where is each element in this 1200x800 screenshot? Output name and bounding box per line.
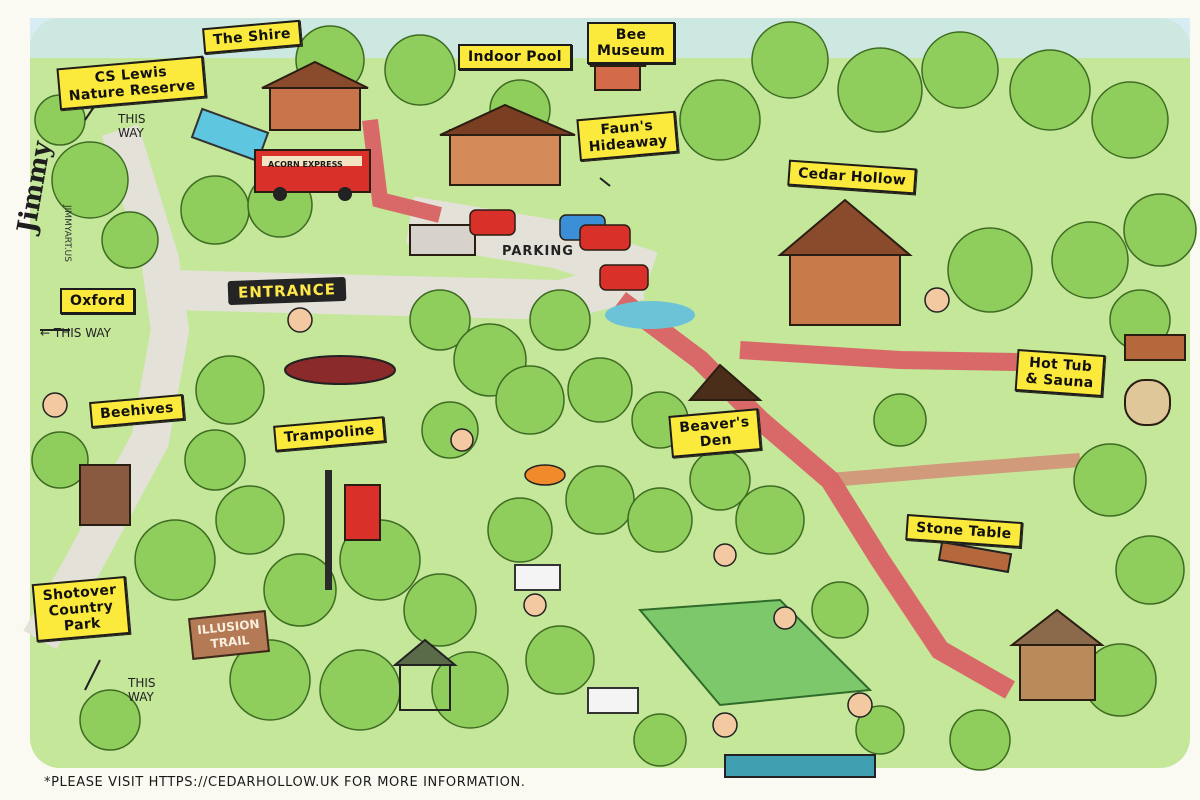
label-indoor-pool: Indoor Pool <box>458 44 572 70</box>
label-entrance: ENTRANCE <box>227 276 347 306</box>
label-shotover-country-park: Shotover Country Park <box>31 576 131 642</box>
hot-tub <box>1124 334 1186 361</box>
bus-sign: ACORN EXPRESS <box>268 160 343 169</box>
bee-hive-box <box>79 464 131 526</box>
label-fauns-hideaway: Faun's Hideaway <box>576 110 679 162</box>
label-hot-tub-sauna: Hot Tub & Sauna <box>1014 348 1106 398</box>
bee-museum-house <box>594 64 641 91</box>
tree-clusters <box>31 21 1197 771</box>
footer-note: *PLEASE VISIT HTTPS://CEDARHOLLOW.UK FOR… <box>44 775 526 790</box>
cedar-hollow-lodge <box>789 249 901 326</box>
football-goal-2 <box>587 687 639 714</box>
cabin <box>1019 639 1096 701</box>
cs-lewis-this-way: THIS WAY <box>118 112 146 140</box>
tennis-court <box>637 598 873 707</box>
outdoor-pool <box>190 107 270 163</box>
buildings <box>79 50 1186 701</box>
garage <box>409 224 476 256</box>
shotover-arrow <box>84 659 101 691</box>
parked-cars <box>469 209 649 291</box>
stone-table-bench <box>937 540 1013 574</box>
shire-house <box>269 84 361 131</box>
ping-pong-table <box>724 754 876 778</box>
red-path-north <box>362 119 442 223</box>
parking-label: PARKING <box>502 244 574 259</box>
lamp-post <box>325 470 332 590</box>
label-oxford: Oxford <box>60 288 136 314</box>
label-beavers-den: Beaver's Den <box>668 408 762 458</box>
football-goal-1 <box>514 564 561 591</box>
shotover-this-way: THIS WAY <box>128 676 156 704</box>
people <box>42 287 950 738</box>
pond <box>605 301 695 329</box>
phone-box <box>344 484 381 541</box>
label-bee-museum: Bee Museum <box>587 22 676 64</box>
beaver-den-hut <box>687 363 763 401</box>
sauna-barrel <box>1124 379 1171 426</box>
label-illusion-trail: ILLUSION TRAIL <box>188 610 271 660</box>
oxford-this-way: ← THIS WAY <box>40 326 112 340</box>
trampoline-mat <box>284 355 396 385</box>
acorn-express-bus <box>254 149 371 201</box>
faun-house <box>449 129 561 186</box>
artist-url: JIMMYART.US <box>62 205 72 262</box>
fire-pit <box>524 464 566 486</box>
red-path-east <box>739 341 1021 371</box>
